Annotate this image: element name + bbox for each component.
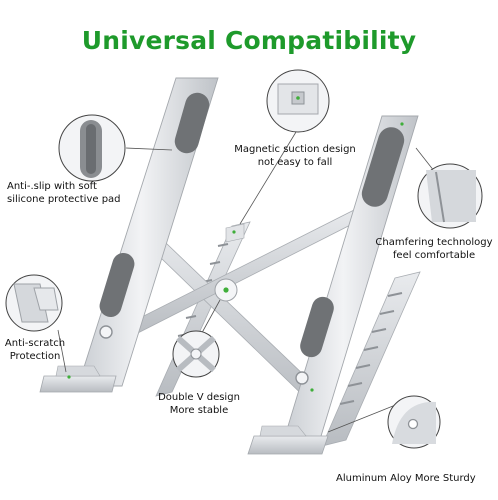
sturdy-label: Aluminum Aloy More Sturdy bbox=[336, 473, 476, 484]
page-title: Universal Compatibility bbox=[81, 26, 417, 55]
double-v-label: Double V design More stable bbox=[158, 392, 240, 416]
callout-lens-chamfer bbox=[415, 147, 483, 229]
callout-lens-double-v bbox=[172, 299, 221, 378]
left-arm bbox=[39, 77, 245, 393]
right-support-rack bbox=[321, 271, 421, 447]
anti-scratch-label: Anti-scratch Protection bbox=[4, 338, 66, 362]
callout-lens-anti-slip bbox=[58, 114, 173, 182]
anti-slip-label: Anti-.slip with soft silicone protective… bbox=[7, 181, 121, 205]
chamfer-label: Chamfering technology feel comfortable bbox=[375, 237, 493, 261]
right-arm bbox=[247, 115, 419, 455]
callout-lens-anti-scratch bbox=[5, 274, 67, 373]
callout-lens-sturdy bbox=[327, 395, 441, 449]
magnetic-label: Magnetic suction design not easy to fall bbox=[234, 144, 356, 168]
callout-lens-magnetic bbox=[239, 69, 330, 225]
